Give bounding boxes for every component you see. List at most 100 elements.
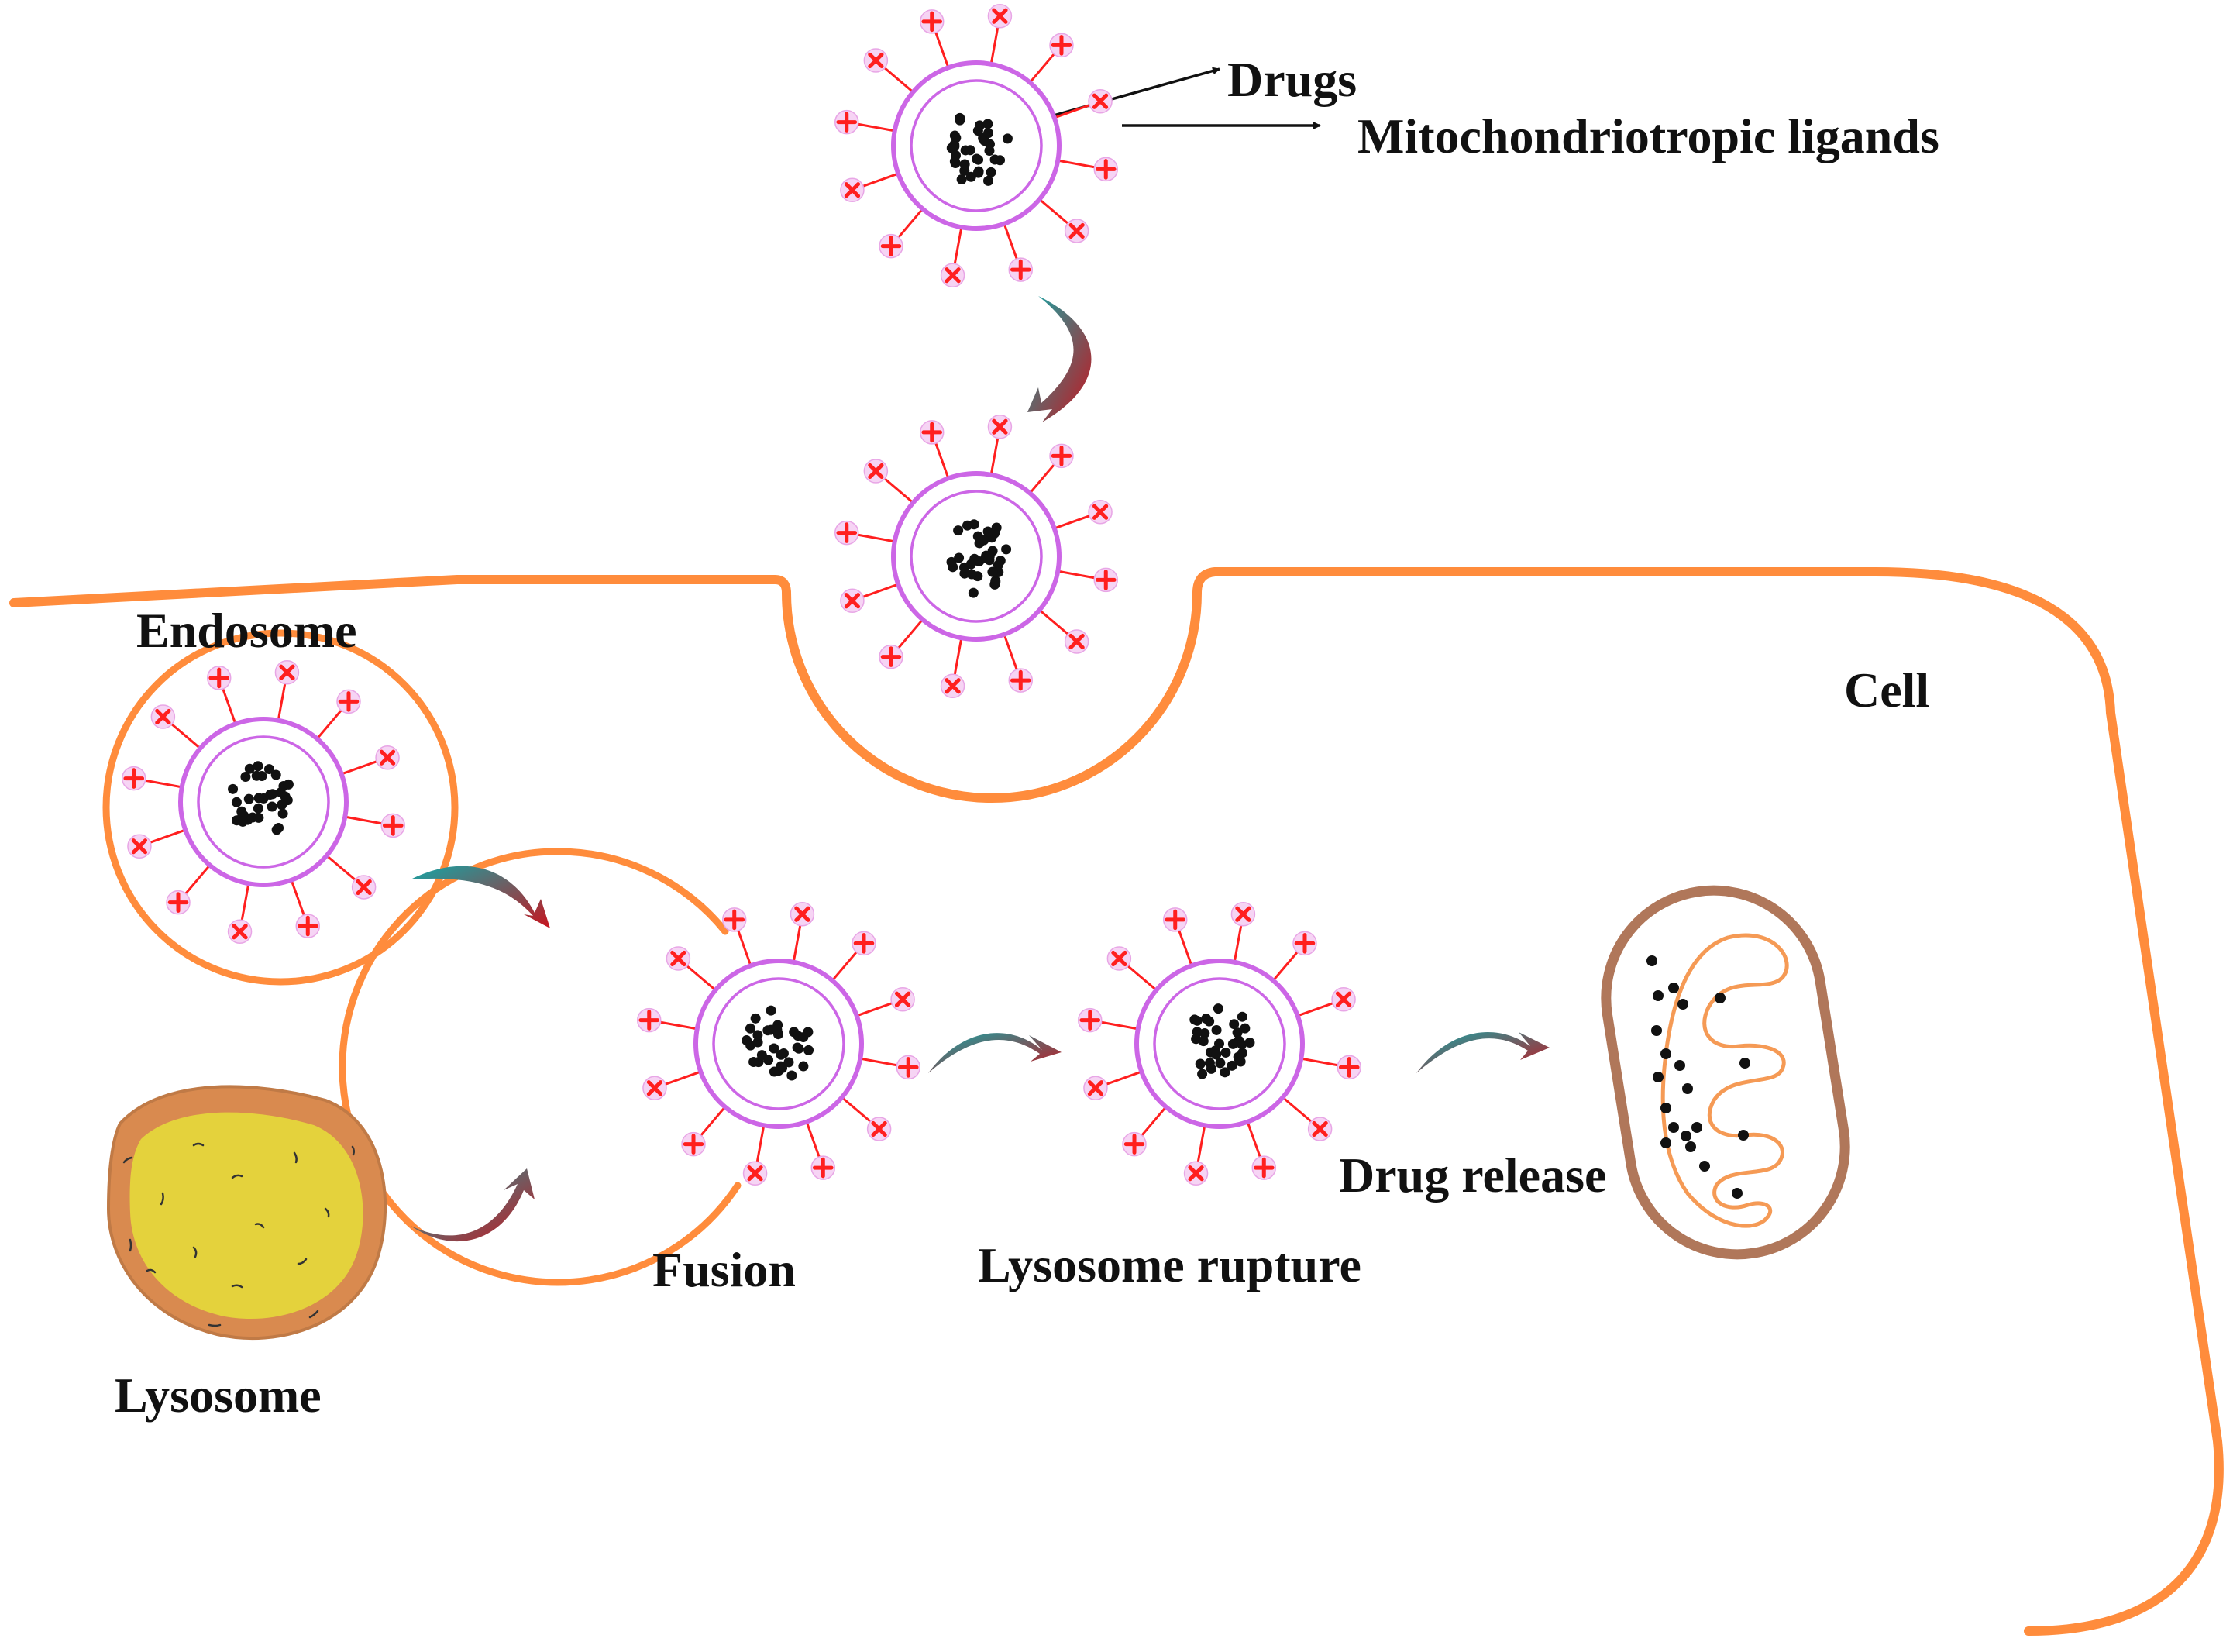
positive-ligand-icon bbox=[1049, 33, 1074, 58]
mitochondrion-cristae bbox=[1660, 933, 1789, 1228]
released-drug-dot bbox=[1739, 1058, 1750, 1069]
positive-ligand-icon bbox=[1049, 443, 1074, 469]
released-drug-dot bbox=[1685, 1141, 1696, 1152]
cell-membrane bbox=[9, 567, 2224, 1636]
positive-ligand-icon bbox=[879, 644, 903, 669]
positive-ligand-icon bbox=[166, 890, 191, 915]
positive-ligand-icon bbox=[1093, 567, 1119, 593]
positive-ligand-icon bbox=[127, 834, 152, 859]
positive-ligand-icon bbox=[227, 919, 253, 945]
curved-arrows bbox=[411, 296, 1550, 1242]
positive-ligand-icon bbox=[896, 1055, 921, 1080]
positive-ligand-icon bbox=[1337, 1055, 1362, 1080]
endosome-membrane bbox=[102, 629, 459, 986]
positive-ligand-icon bbox=[1088, 88, 1113, 114]
positive-ligand-icon bbox=[642, 1076, 667, 1101]
positive-ligand-icon bbox=[274, 659, 300, 685]
positive-ligand-icon bbox=[1292, 931, 1317, 956]
curved-arrow-icon bbox=[411, 1168, 535, 1242]
positive-ligand-icon bbox=[636, 1007, 662, 1033]
drug-cluster bbox=[1189, 1003, 1255, 1079]
positive-ligand-icon bbox=[375, 745, 400, 770]
drug-cluster bbox=[946, 519, 1012, 598]
positive-ligand-icon bbox=[742, 1161, 768, 1186]
released-drug-dot bbox=[1732, 1188, 1743, 1199]
positive-ligand-icon bbox=[987, 3, 1013, 29]
positive-ligand-icon bbox=[681, 1131, 706, 1157]
curved-arrow-icon bbox=[1416, 1031, 1550, 1073]
drug-cluster bbox=[946, 112, 1013, 186]
positive-ligand-icon bbox=[380, 813, 406, 838]
lysosome-label: Lysosome bbox=[115, 1368, 322, 1423]
positive-ligand-icon bbox=[1106, 946, 1132, 971]
cell-label: Cell bbox=[1844, 663, 1929, 718]
released-drug-dot bbox=[1660, 1048, 1671, 1059]
positive-ligand-icon bbox=[866, 1117, 892, 1141]
released-drug-dot bbox=[1682, 1083, 1693, 1094]
released-drug-dot bbox=[1668, 1122, 1679, 1133]
positive-ligand-icon bbox=[834, 109, 859, 135]
released-drug-dot bbox=[1691, 1122, 1702, 1133]
fusion-membrane-visible bbox=[339, 848, 742, 1286]
ligands-label: Mitochondriotropic ligands bbox=[1357, 108, 1939, 163]
positive-ligand-icon bbox=[1230, 901, 1256, 927]
nanocarrier-icon bbox=[834, 414, 1119, 699]
positive-ligand-icon bbox=[1008, 257, 1034, 282]
positive-ligand-icon bbox=[810, 1155, 836, 1180]
positive-ligand-icon bbox=[1077, 1007, 1103, 1033]
positive-ligand-icon bbox=[150, 704, 176, 729]
positive-ligand-icon bbox=[206, 666, 232, 690]
curved-arrow-icon bbox=[1027, 296, 1092, 422]
fusion-label: Fusion bbox=[652, 1242, 796, 1297]
nanocarrier-icon bbox=[121, 659, 406, 945]
positive-ligand-icon bbox=[1083, 1076, 1108, 1101]
released-drug-dot bbox=[1660, 1137, 1671, 1148]
nanocarrier-icon bbox=[1077, 901, 1362, 1186]
released-drug-dot bbox=[1653, 1072, 1664, 1082]
released-drug-dot bbox=[1715, 993, 1726, 1003]
positive-ligand-icon bbox=[1307, 1117, 1333, 1141]
positive-ligand-icon bbox=[863, 459, 889, 484]
positive-ligand-icon bbox=[790, 901, 815, 927]
lysosome-icon bbox=[106, 1085, 387, 1341]
positive-ligand-icon bbox=[834, 520, 859, 546]
positive-ligand-icon bbox=[919, 9, 945, 34]
endosome-label: Endosome bbox=[136, 603, 357, 658]
positive-ligand-icon bbox=[1251, 1155, 1277, 1180]
released-drug-dot bbox=[1738, 1130, 1749, 1141]
lysosome-rupture-label: Lysosome rupture bbox=[978, 1237, 1361, 1292]
nanocarriers bbox=[121, 3, 1362, 1186]
positive-ligand-icon bbox=[295, 914, 321, 938]
released-drugs bbox=[1646, 955, 1750, 1199]
drugs-label: Drugs bbox=[1227, 52, 1357, 107]
positive-ligand-icon bbox=[1162, 907, 1188, 932]
positive-ligand-icon bbox=[351, 875, 377, 900]
positive-ligand-icon bbox=[1331, 986, 1356, 1012]
mitochondrion-icon bbox=[1601, 885, 1850, 1260]
drug-cluster bbox=[228, 761, 294, 835]
positive-ligand-icon bbox=[1008, 668, 1034, 693]
released-drug-dot bbox=[1681, 1131, 1691, 1141]
drug-release-label: Drug release bbox=[1339, 1148, 1606, 1203]
positive-ligand-icon bbox=[721, 907, 747, 932]
positive-ligand-icon bbox=[863, 48, 889, 73]
positive-ligand-icon bbox=[919, 420, 945, 445]
positive-ligand-icon bbox=[1122, 1131, 1147, 1157]
curved-arrow-icon bbox=[411, 866, 550, 928]
positive-ligand-icon bbox=[840, 177, 865, 203]
released-drug-dot bbox=[1651, 1025, 1662, 1036]
positive-ligand-icon bbox=[121, 766, 146, 791]
nanocarrier-icon bbox=[636, 901, 921, 1186]
released-drug-dot bbox=[1660, 1103, 1671, 1113]
released-drug-dot bbox=[1699, 1161, 1710, 1172]
positive-ligand-icon bbox=[1064, 629, 1089, 654]
positive-ligand-icon bbox=[987, 414, 1013, 439]
positive-ligand-icon bbox=[840, 588, 865, 614]
positive-ligand-icon bbox=[940, 673, 965, 699]
positive-ligand-icon bbox=[1064, 219, 1089, 243]
positive-ligand-icon bbox=[940, 263, 965, 288]
released-drug-dot bbox=[1646, 955, 1657, 966]
released-drug-dot bbox=[1677, 999, 1688, 1010]
positive-ligand-icon bbox=[336, 689, 361, 714]
